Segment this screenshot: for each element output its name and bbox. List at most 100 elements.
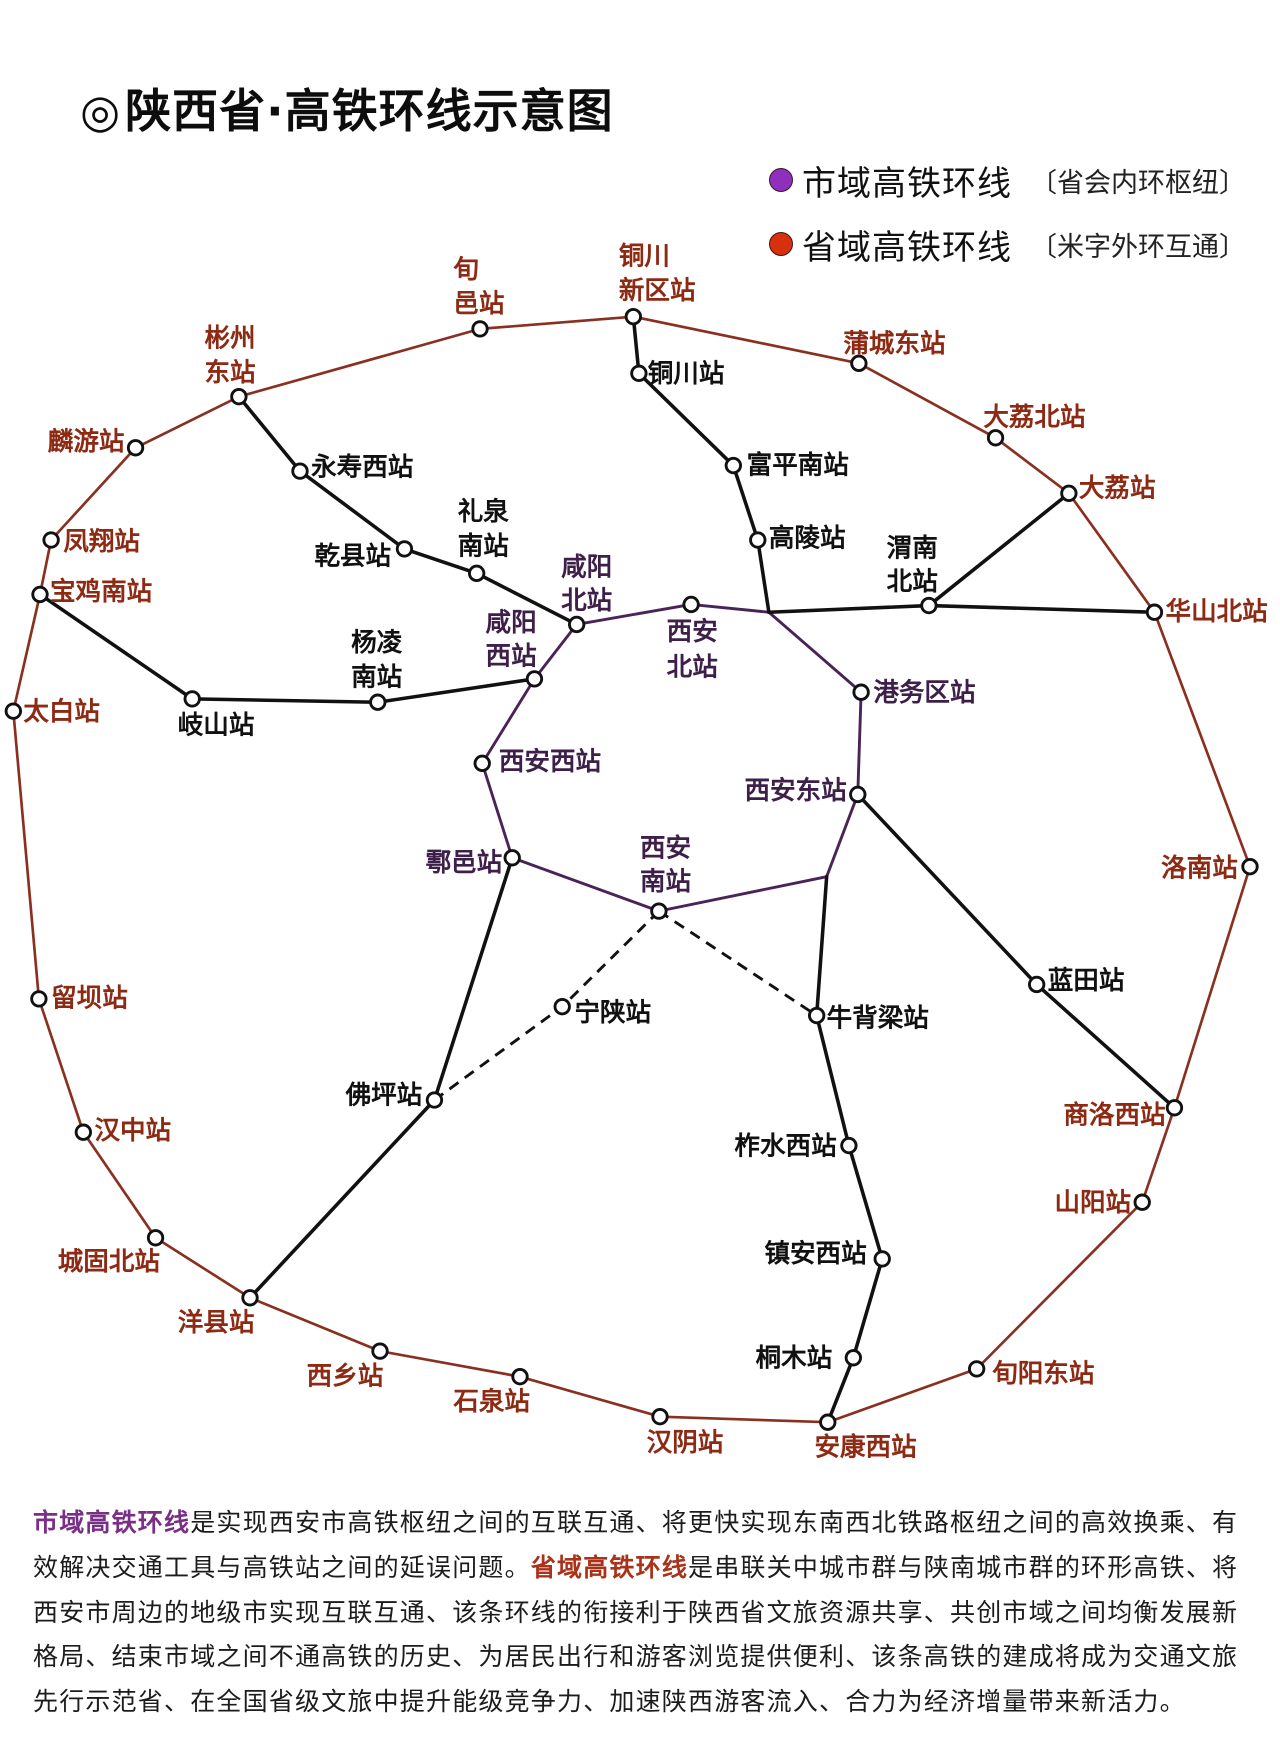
station-label: 旬 邑站 [453, 255, 504, 319]
page-title-text: 陕西省·高铁环线示意图 [125, 84, 614, 138]
description-line: 先行示范省、在全国省级文旅中提升能级竞争力、加速陕西游客流入、合力为经济增量带来… [33, 1680, 1238, 1725]
station-yangxian: 洋县站 [178, 1289, 259, 1338]
station-label: 大荔北站 [983, 403, 1085, 433]
station-label: 宝鸡南站 [50, 577, 152, 607]
station-label-line: 南站 [640, 867, 691, 897]
station-label: 鄠邑站 [426, 848, 503, 878]
station-label: 西安东站 [744, 776, 846, 806]
station-label: 大荔站 [1079, 474, 1156, 504]
station-label: 安康西站 [814, 1433, 916, 1463]
station-label-line: 杨凌 [351, 628, 403, 658]
station-label: 城固北站 [58, 1247, 160, 1277]
station-ningshan: 宁陕站 [553, 998, 651, 1028]
branch-line-weinan-dali [927, 491, 1071, 608]
station-marker-icon [986, 429, 1005, 447]
legend-item-outer-ring: 省域高铁环线 〔米字外环互通〕 [769, 224, 1246, 268]
legend-note: 〔米字外环互通〕 [1030, 231, 1246, 263]
branch-line-xian-ankang [814, 874, 885, 1425]
station-label: 港务区站 [873, 678, 975, 708]
station-qianxian: 乾县站 [314, 540, 414, 571]
station-label: 桐木站 [756, 1344, 833, 1374]
station-label: 佛坪站 [345, 1080, 423, 1110]
station-marker-icon [1028, 975, 1046, 994]
description-text: 格局、结束市域之间不通高铁的历史、为居民出行和游客浏览提供便利、该条高铁的建成将… [33, 1642, 1239, 1672]
station-marker-icon [1145, 603, 1164, 621]
station-marker-icon [473, 754, 491, 773]
station-ankang-xi: 安康西站 [814, 1413, 917, 1463]
station-label: 麟游站 [48, 427, 125, 457]
station-label: 高陵站 [769, 524, 846, 554]
station-label-line: 西安 [640, 834, 691, 864]
description-text: 西安市周边的地级市实现互联互通、该条环线的衔接利于陕西省文旅资源共享、共创市域之… [33, 1597, 1239, 1627]
station-marker-icon [511, 1368, 529, 1386]
station-marker-icon [844, 1349, 862, 1367]
station-marker-icon [724, 456, 742, 475]
description-line: 效解决交通工具与高铁站之间的延误问题。省域高铁环线是串联关中城市群与陕南城市群的… [33, 1546, 1238, 1591]
station-binzhou-dong: 彬州 东站 [204, 324, 256, 406]
station-marker-icon [1060, 484, 1078, 503]
station-label: 永寿西站 [310, 453, 413, 483]
station-label: 富平南站 [747, 450, 849, 480]
legend-label: 省域高铁环线 [802, 227, 1012, 268]
station-label-line: 西站 [486, 641, 537, 671]
station-label: 西安 南站 [640, 834, 700, 897]
station-label: 西乡站 [307, 1361, 384, 1391]
station-label: 蓝田站 [1048, 966, 1125, 996]
highlight-outer-ring-term: 省域高铁环线 [530, 1552, 689, 1582]
station-chenggu-bei: 城固北站 [58, 1229, 165, 1277]
station-label-line: 东站 [204, 358, 255, 388]
station-label-line: 邑站 [453, 289, 504, 319]
station-marker-icon [183, 690, 201, 708]
station-marker-icon [369, 693, 387, 711]
dashed-line-xian-nan-niubeiliang [658, 909, 818, 1017]
station-marker-icon [968, 1360, 986, 1378]
station-hanzhong: 汉中站 [74, 1116, 171, 1146]
station-gangwuqu: 港务区站 [852, 678, 976, 708]
station-label: 旬阳东站 [992, 1359, 1094, 1389]
station-label: 牛背梁站 [827, 1004, 929, 1034]
station-marker-icon [4, 702, 22, 720]
station-label: 凤翔站 [63, 527, 140, 557]
station-tongchuan: 铜川站 [630, 359, 724, 389]
station-label: 西安 北站 [667, 617, 727, 683]
station-marker-icon [468, 564, 486, 583]
station-dali-bei: 大荔北站 [983, 403, 1086, 447]
station-label-line: 新区站 [619, 276, 696, 306]
station-label-line: 铜川 [619, 241, 670, 271]
station-foping: 佛坪站 [345, 1080, 444, 1110]
legend-label: 市域高铁环线 [802, 163, 1012, 204]
station-xunyi: 旬 邑站 [453, 255, 504, 338]
legend-item-inner-ring: 市域高铁环线 〔省会内环枢纽〕 [769, 160, 1246, 204]
station-xianyang-xi: 咸阳 西站 [486, 608, 544, 688]
branch-line-binzhou-xianyang [237, 394, 579, 627]
station-label-line: 旬 [453, 255, 479, 285]
station-qishan: 岐山站 [178, 690, 254, 740]
description-line: 市域高铁环线是实现西安市高铁枢纽之间的互联互通、将更快实现东南西北铁路枢纽之间的… [33, 1501, 1238, 1546]
station-xian-dong: 西安东站 [744, 776, 867, 806]
station-label-line: 礼泉 [458, 497, 510, 527]
station-marker-icon [371, 1342, 389, 1360]
station-marker-icon [624, 308, 642, 326]
station-marker-icon [241, 1289, 259, 1307]
station-xunyang-dong: 旬阳东站 [968, 1359, 1094, 1389]
station-marker-icon [630, 364, 648, 383]
station-marker-icon [1133, 1193, 1151, 1211]
station-marker-icon [819, 1413, 837, 1431]
station-label-line: 北站 [561, 586, 612, 616]
station-marker-icon [749, 531, 767, 549]
station-marker-icon [650, 902, 668, 920]
red-dot-icon [769, 232, 793, 256]
station-taibai: 太白站 [4, 697, 100, 727]
purple-dot-icon [769, 168, 793, 192]
station-label: 留坝站 [51, 984, 128, 1014]
station-label-line: 渭南 [887, 534, 938, 564]
station-tongchuan-xinqu: 铜川 新区站 [619, 241, 696, 326]
station-label: 渭南 北站 [887, 534, 947, 597]
station-hanyin: 汉阴站 [647, 1408, 723, 1458]
station-label: 汉中站 [94, 1116, 171, 1146]
description-text: 是实现西安市高铁枢纽之间的互联互通、将更快实现东南西北铁路枢纽之间的高效换乘、有 [190, 1508, 1239, 1537]
station-shiquan: 石泉站 [452, 1368, 530, 1417]
highlight-inner-ring-term: 市域高铁环线 [33, 1508, 191, 1537]
description-text: 是串联关中城市群与陕南城市群的环形高铁、将 [688, 1552, 1239, 1582]
